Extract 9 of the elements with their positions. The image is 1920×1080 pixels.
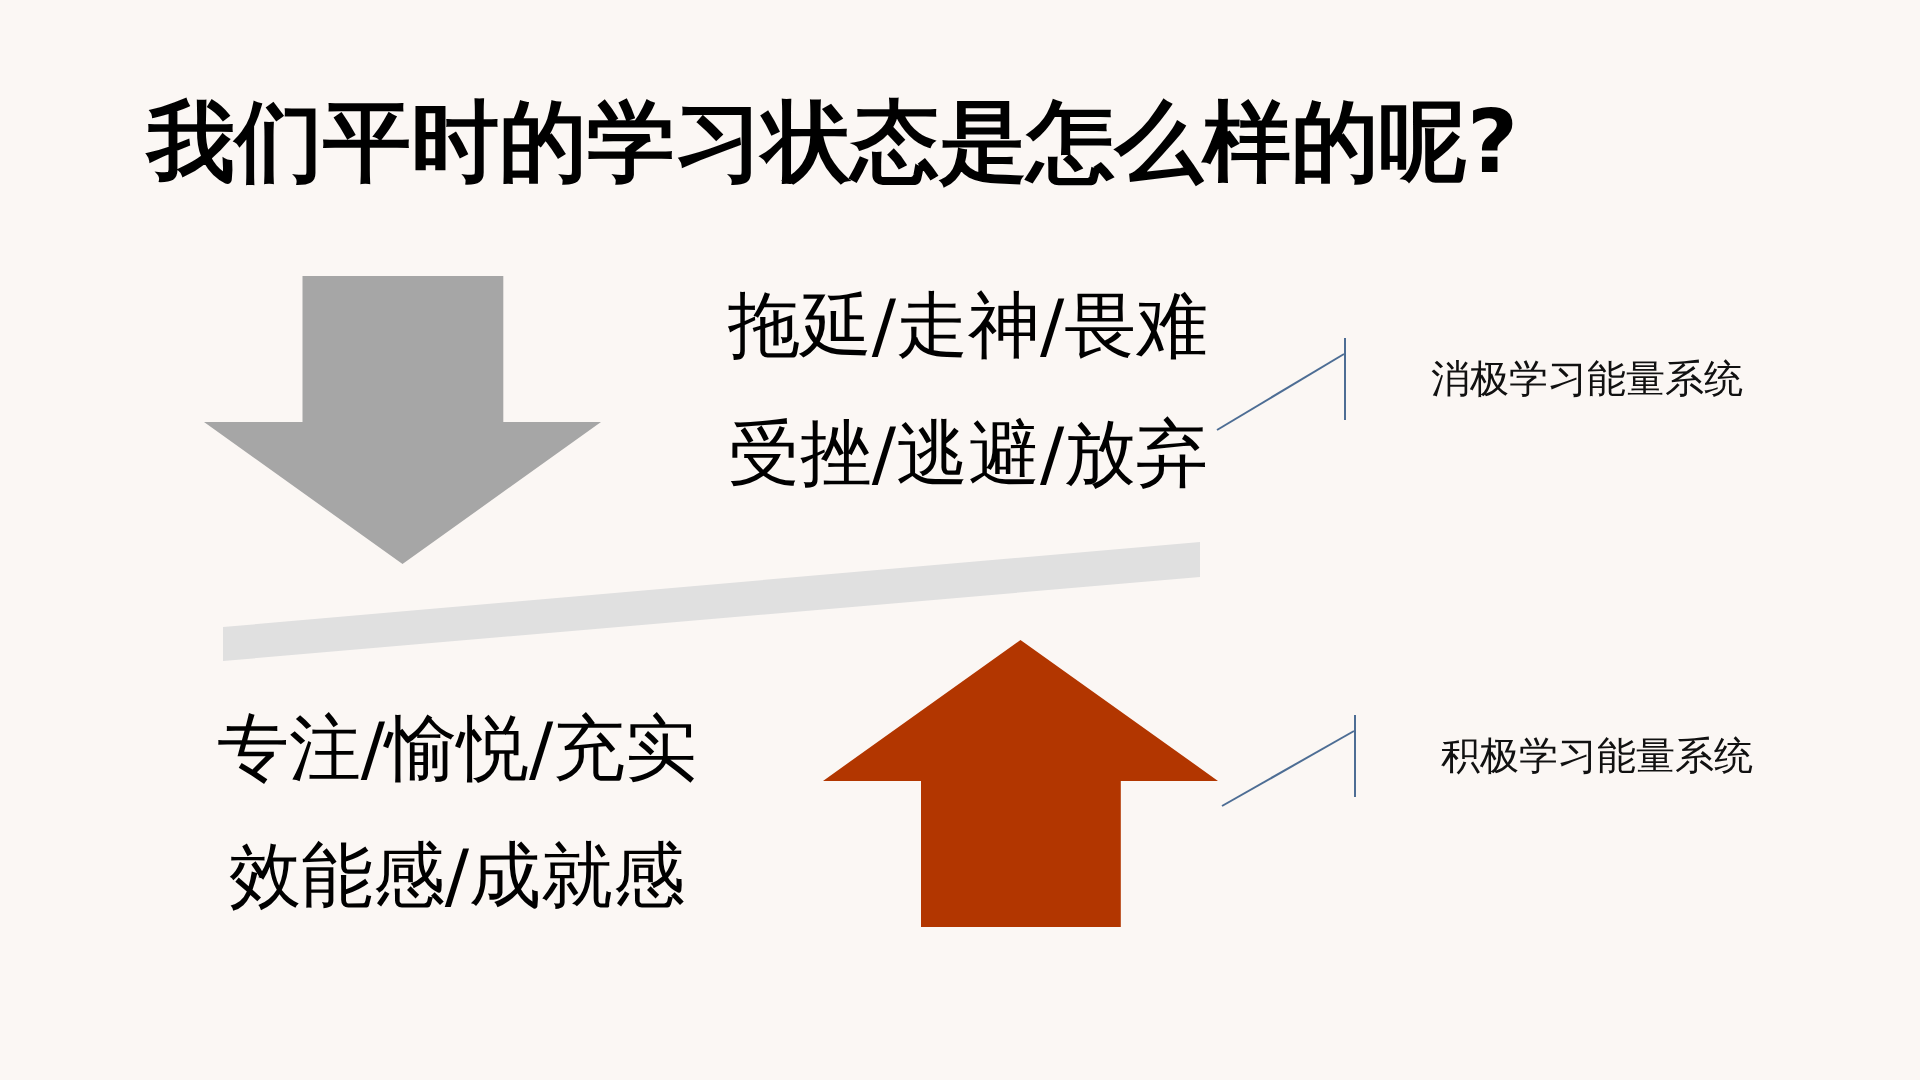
callout-label: 消极学习能量系统 <box>1431 356 1743 402</box>
leader-line <box>1216 353 1345 431</box>
keyword-list: 受挫/逃避/放弃 <box>727 408 1209 498</box>
slide-title: 我们平时的学习状态是怎么样的呢? <box>147 92 1519 192</box>
keyword-list: 拖延/走神/畏难 <box>727 280 1209 370</box>
keyword-list: 专注/愉悦/充实 <box>216 703 698 793</box>
keyword-list: 效能感/成就感 <box>228 830 686 920</box>
leader-line <box>1221 730 1355 807</box>
callout-label: 积极学习能量系统 <box>1441 733 1753 779</box>
